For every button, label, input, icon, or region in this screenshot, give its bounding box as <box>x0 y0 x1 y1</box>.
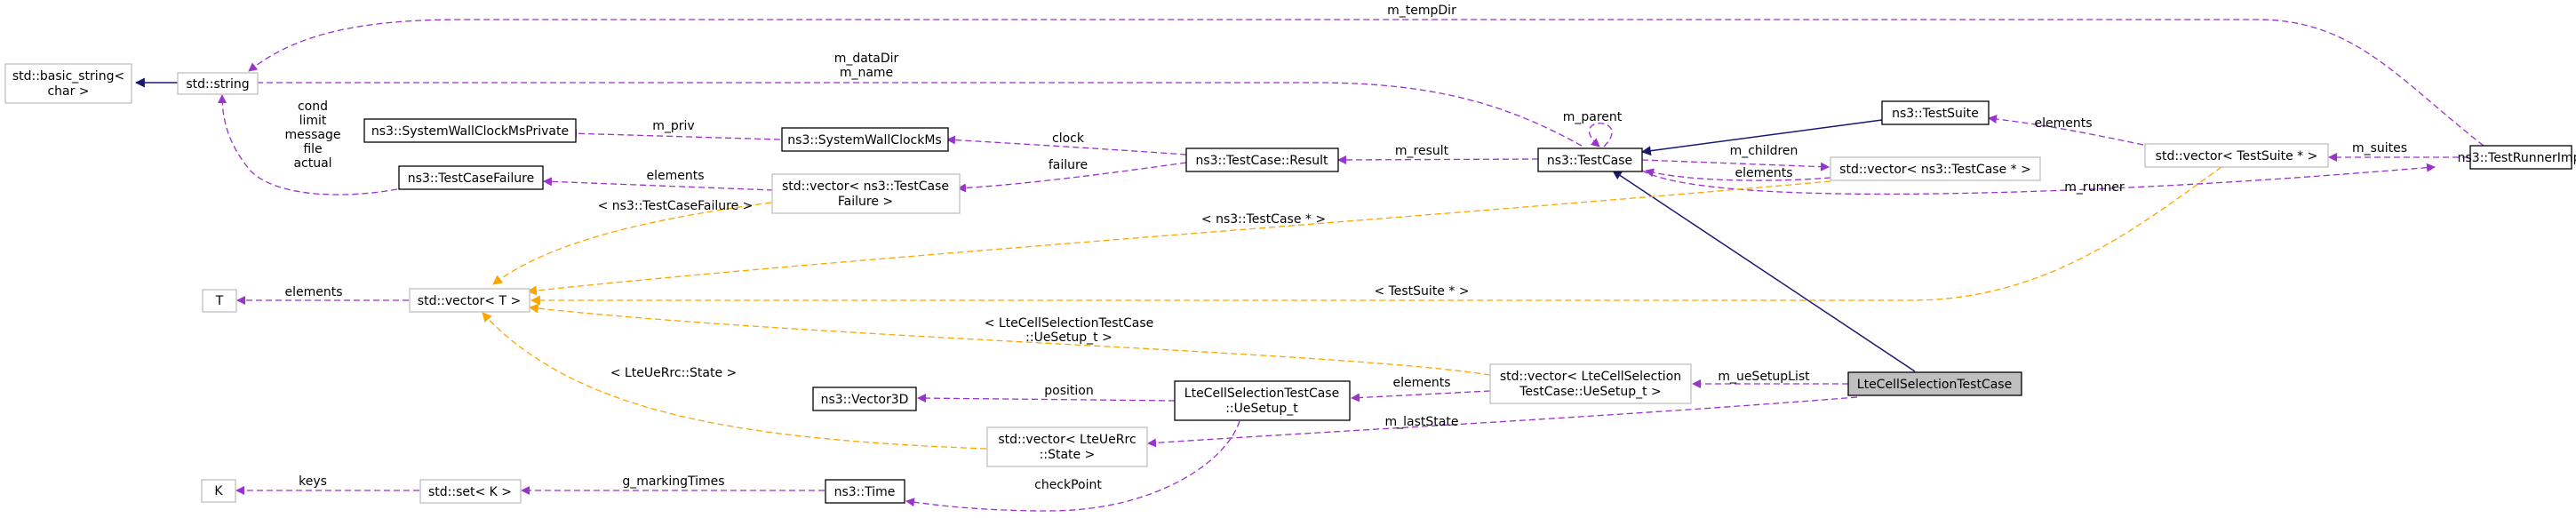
edge-checkpoint <box>905 420 1240 512</box>
svg-text:K: K <box>214 484 223 498</box>
label-keys: keys <box>299 474 327 489</box>
edge-m-result <box>1337 155 1539 164</box>
label-failure: failure <box>1049 158 1088 172</box>
svg-text:std::vector< LteCellSelectionT: std::vector< LteCellSelectionTestCase::U… <box>1500 370 1681 399</box>
svg-text:ns3::TestCaseFailure: ns3::TestCaseFailure <box>408 171 534 186</box>
edges <box>134 19 2484 512</box>
label-m-suites: m_suites <box>2352 141 2407 155</box>
label-elements-T: elements <box>284 285 342 299</box>
edge-elements-testcase <box>1645 168 1831 181</box>
node-string[interactable]: std::string <box>177 72 259 95</box>
edge-elements-uesetup <box>1351 390 1491 402</box>
svg-text:ns3::SystemWallClockMs: ns3::SystemWallClockMs <box>787 133 941 147</box>
svg-text:ns3::TestSuite: ns3::TestSuite <box>1892 107 1979 121</box>
edge-tpl-uerrc <box>482 312 987 450</box>
label-m-laststate: m_lastState <box>1385 415 1459 429</box>
svg-text:std::string: std::string <box>186 77 249 92</box>
edge-elements-testsuite <box>1988 115 2144 146</box>
node-systemwallclockmsprivate[interactable]: ns3::SystemWallClockMsPrivate <box>363 118 577 143</box>
svg-text:T: T <box>215 294 224 308</box>
svg-text:ns3::TestRunnerImpl: ns3::TestRunnerImpl <box>2458 151 2576 165</box>
label-elements-testcase: elements <box>1735 166 1792 180</box>
label-m-uesetuplist: m_ueSetupList <box>1718 370 1810 384</box>
svg-text:LteCellSelectionTestCase: LteCellSelectionTestCase <box>1857 378 2012 392</box>
edge-m-laststate <box>1147 396 1858 448</box>
label-g-markingtimes: g_markingTimes <box>622 474 724 489</box>
node-uesetup[interactable]: LteCellSelectionTestCase::UeSetup_t <box>1174 380 1351 421</box>
svg-text:std::vector< TestSuite * >: std::vector< TestSuite * > <box>2156 149 2318 163</box>
label-m-children: m_children <box>1730 144 1798 158</box>
label-tpl-testcasefailure: < ns3::TestCaseFailure > <box>598 199 754 213</box>
node-vector-ue-rrc-state[interactable]: std::vector< LteUeRrc::State > <box>986 426 1148 467</box>
edge-m-parent <box>1588 123 1613 147</box>
svg-text:ns3::TestCase: ns3::TestCase <box>1547 154 1632 168</box>
label-tpl-testcase-ptr: < ns3::TestCase * > <box>1201 212 1326 227</box>
edge-tpl-testsuite-ptr <box>530 166 2222 306</box>
svg-text:ns3::Vector3D: ns3::Vector3D <box>821 393 909 407</box>
label-m-runner: m_runner <box>2064 180 2125 195</box>
node-time[interactable]: ns3::Time <box>825 479 905 504</box>
svg-text:ns3::TestCase::Result: ns3::TestCase::Result <box>1195 154 1328 168</box>
label-elements-failure: elements <box>646 169 704 183</box>
node-systemwallclockms[interactable]: ns3::SystemWallClockMs <box>781 127 949 152</box>
edge-tpl-testcase-ptr <box>526 180 1831 296</box>
node-lte-cell-selection-testcase[interactable]: LteCellSelectionTestCase <box>1847 371 2022 396</box>
svg-text:std::vector< ns3::TestCase * >: std::vector< ns3::TestCase * > <box>1839 163 2031 177</box>
node-set-K[interactable]: std::set< K > <box>419 479 522 504</box>
edge-m-priv <box>568 129 781 140</box>
edge-testsuite-to-testcase <box>1640 119 1883 156</box>
node-vector-testsuite-ptr[interactable]: std::vector< TestSuite * > <box>2144 143 2329 168</box>
svg-text:std::set< K >: std::set< K > <box>428 485 512 499</box>
node-testcase-result[interactable]: ns3::TestCase::Result <box>1185 147 1339 172</box>
node-T[interactable]: T <box>202 289 237 313</box>
svg-text:ns3::SystemWallClockMsPrivate: ns3::SystemWallClockMsPrivate <box>371 124 569 139</box>
node-vector-T[interactable]: std::vector< T > <box>409 288 530 313</box>
label-checkpoint: checkPoint <box>1034 478 1102 492</box>
label-tpl-testsuite-ptr: < TestSuite * > <box>1374 284 1469 299</box>
svg-text:std::vector< T >: std::vector< T > <box>418 294 521 308</box>
label-m-result: m_result <box>1395 144 1449 158</box>
node-testcasefailure[interactable]: ns3::TestCaseFailure <box>398 165 544 190</box>
nodes: std::basic_string<char > std::string ns3… <box>4 63 2576 504</box>
label-tpl-uesetup: < LteCellSelectionTestCase::UeSetup_t > <box>985 316 1154 345</box>
edge-m-tempdir <box>248 19 2484 147</box>
edge-m-dataDir-name <box>246 78 1583 147</box>
label-position: position <box>1044 384 1093 398</box>
edge-elements-failure <box>543 177 774 191</box>
svg-text:LteCellSelectionTestCase::UeSe: LteCellSelectionTestCase::UeSetup_t <box>1184 387 1339 416</box>
node-testsuite[interactable]: ns3::TestSuite <box>1881 100 1990 125</box>
label-elements-testsuite: elements <box>2034 116 2092 131</box>
svg-text:std::vector< LteUeRrc::State >: std::vector< LteUeRrc::State > <box>998 433 1136 462</box>
node-vector-testcase-ptr[interactable]: std::vector< ns3::TestCase * > <box>1830 156 2041 181</box>
label-clock: clock <box>1052 131 1085 146</box>
label-m-priv: m_priv <box>652 119 694 133</box>
label-m-tempdir: m_tempDir <box>1387 4 1456 18</box>
edge-position <box>917 394 1176 403</box>
edge-m-children <box>1641 159 1830 171</box>
node-testcase[interactable]: ns3::TestCase <box>1537 147 1643 172</box>
svg-text:std::basic_string<char >: std::basic_string<char > <box>12 69 124 99</box>
svg-text:ns3::Time: ns3::Time <box>834 485 896 499</box>
edge-tpl-uesetup <box>528 303 1491 376</box>
edge-failure <box>957 162 1187 193</box>
edge-m-runner <box>1641 163 2436 195</box>
node-K[interactable]: K <box>201 479 236 503</box>
node-basic-string[interactable]: std::basic_string<char > <box>4 63 132 104</box>
edge-string-members <box>218 94 398 195</box>
label-tpl-uerrc: < LteUeRrc::State > <box>610 366 738 380</box>
edge-focus-to-testcase <box>1612 170 1916 372</box>
label-elements-uesetup: elements <box>1392 376 1450 390</box>
node-testrunnerimpl[interactable]: ns3::TestRunnerImpl <box>2458 145 2576 170</box>
edge-clock <box>946 135 1187 155</box>
label-m-parent: m_parent <box>1563 110 1623 124</box>
svg-text:std::vector< ns3::TestCaseFail: std::vector< ns3::TestCaseFailure > <box>782 179 949 209</box>
edge-tpl-testcasefailure <box>492 202 772 285</box>
node-vector3d[interactable]: ns3::Vector3D <box>812 387 917 411</box>
